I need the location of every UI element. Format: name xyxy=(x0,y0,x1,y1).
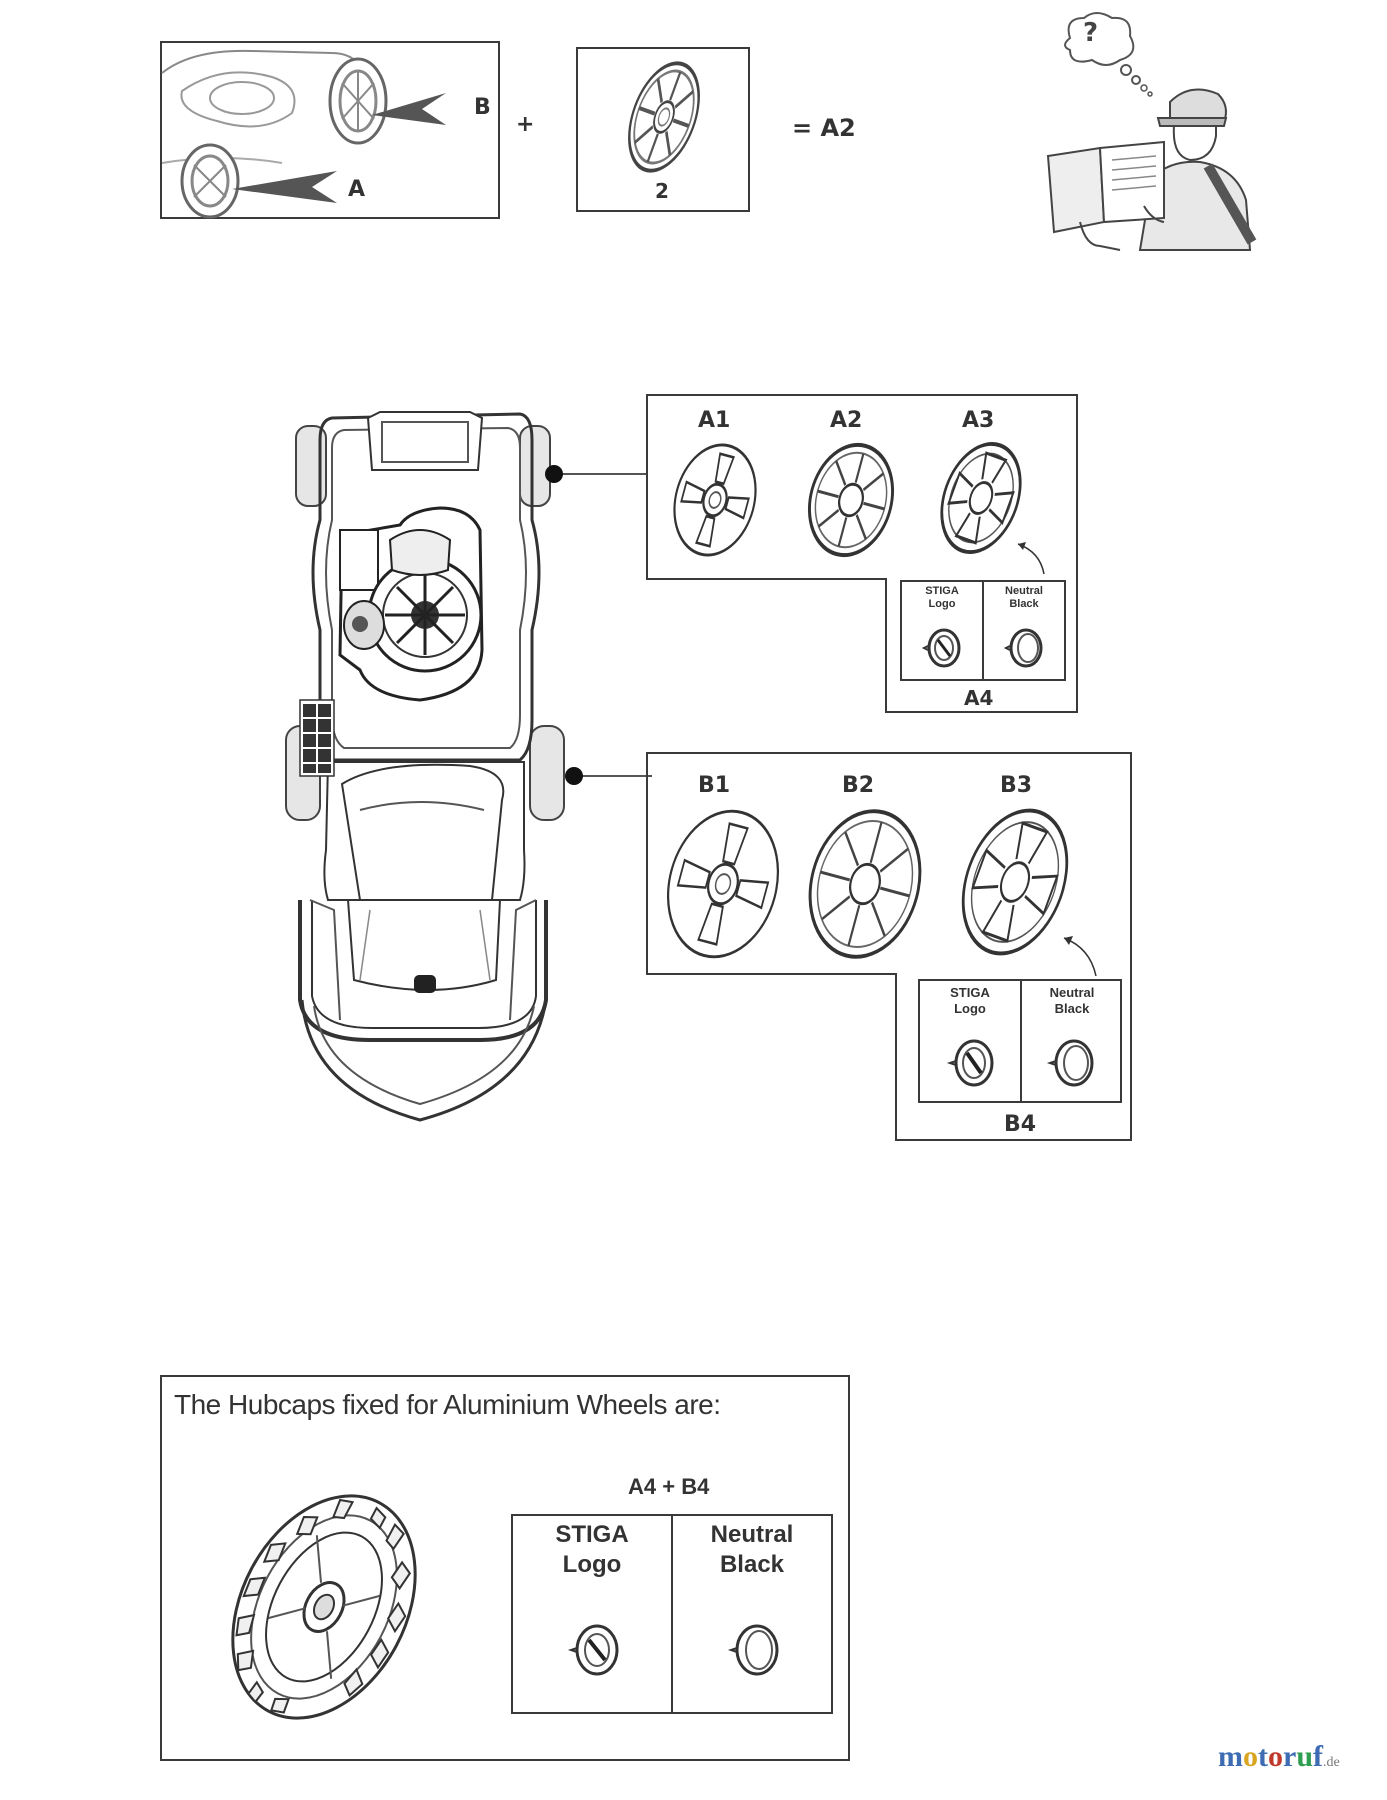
thought-bubble-icon xyxy=(1064,12,1135,66)
plus-sign: + xyxy=(516,112,535,137)
hubcap-b2-icon xyxy=(808,809,922,959)
label-b4: B4 xyxy=(1004,1112,1037,1137)
alu-right-line1: Neutral xyxy=(710,1521,794,1548)
a4-neutral-cap-icon xyxy=(1003,628,1043,668)
arrow-a-icon xyxy=(232,171,337,203)
a4-right-line2: Black xyxy=(1009,598,1039,610)
aluminium-title: The Hubcaps fixed for Aluminium Wheels a… xyxy=(174,1389,721,1420)
label-a2: A2 xyxy=(830,408,863,433)
hubcap-b1-icon xyxy=(666,809,780,959)
group-a-frame xyxy=(646,394,1078,713)
alu-right-line2: Black xyxy=(719,1551,785,1578)
alu-left-line2: Logo xyxy=(562,1551,622,1578)
hubcap-a3-icon xyxy=(940,441,1022,555)
b4-left-line1: STIGA xyxy=(950,985,990,1000)
alu-stiga-cap-icon xyxy=(567,1624,619,1676)
leader-lines xyxy=(545,465,652,785)
hubcap-a2-icon xyxy=(628,61,700,173)
mower-top-view-illustration xyxy=(285,411,565,1122)
b4-right-line2: Black xyxy=(1054,1001,1090,1016)
combo-label: A4 + B4 xyxy=(628,1474,710,1499)
wheel-a-icon xyxy=(180,143,240,219)
mower-corner-illustration xyxy=(161,49,446,219)
label-a: A xyxy=(348,177,366,202)
label-a4: A4 xyxy=(964,686,994,710)
label-b: B xyxy=(474,95,491,120)
watermark-logo: motoruf.de xyxy=(1218,1740,1340,1773)
question-mark: ? xyxy=(1083,18,1099,48)
wheel-b-icon xyxy=(328,57,388,145)
group-b-insert-table: STIGA Logo Neutral Black xyxy=(918,979,1122,1103)
part-number: 2 xyxy=(655,179,669,203)
label-b2: B2 xyxy=(842,773,875,798)
group-b-frame xyxy=(646,752,1132,1141)
label-b1: B1 xyxy=(698,773,731,798)
label-b3: B3 xyxy=(1000,773,1033,798)
engine-icon xyxy=(338,506,484,702)
b4-neutral-cap-icon xyxy=(1046,1039,1094,1087)
label-a3: A3 xyxy=(962,408,995,433)
hubcap-a1-icon xyxy=(673,443,757,557)
arrow-to-a3-icon xyxy=(1017,542,1045,575)
result-label: = A2 xyxy=(792,114,856,142)
a4-left-line2: Logo xyxy=(928,598,956,610)
b4-left-line2: Logo xyxy=(954,1001,986,1016)
aluminium-insert-table: STIGA Logo Neutral Black xyxy=(511,1514,833,1714)
hubcap-part-panel: 2 xyxy=(576,47,750,212)
group-a-insert-table: STIGA Logo Neutral Black xyxy=(900,580,1066,681)
a4-right-line1: Neutral xyxy=(1005,585,1043,597)
alu-neutral-cap-icon xyxy=(727,1624,779,1676)
aluminium-wheel-illustration xyxy=(231,1494,417,1720)
alu-left-line1: STIGA xyxy=(555,1521,629,1548)
reading-person-illustration xyxy=(1046,12,1257,251)
wheel-position-panel: B A xyxy=(160,41,500,219)
a4-left-line1: STIGA xyxy=(925,585,959,597)
arrow-b-icon xyxy=(372,93,446,125)
b4-stiga-cap-icon xyxy=(946,1039,994,1087)
label-a1: A1 xyxy=(698,408,731,433)
aluminium-wheels-panel: The Hubcaps fixed for Aluminium Wheels a… xyxy=(160,1375,850,1761)
b4-right-line1: Neutral xyxy=(1049,985,1095,1000)
hubcap-b3-icon xyxy=(961,808,1069,956)
arrow-to-b3-icon xyxy=(1063,936,1097,977)
a4-stiga-cap-icon xyxy=(921,628,961,668)
rear-right-wheel xyxy=(529,725,565,821)
hubcap-a2-wheel-icon xyxy=(807,442,895,558)
